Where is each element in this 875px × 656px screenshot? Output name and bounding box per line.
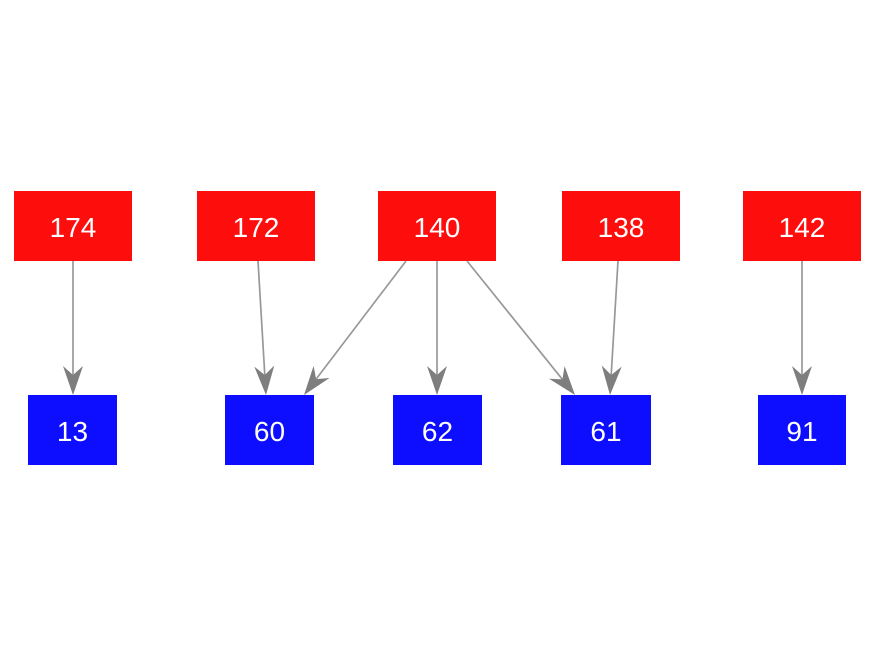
graph-node-60: 60 — [225, 395, 314, 465]
edge-172-60 — [254, 260, 275, 395]
graph-node-91: 91 — [758, 395, 846, 465]
edge-140-61 — [466, 260, 575, 395]
graph-node-140: 140 — [378, 191, 496, 261]
arrowhead-icon — [427, 366, 447, 395]
arrowhead-icon — [601, 365, 622, 395]
graph-node-62: 62 — [393, 395, 482, 465]
graph-node-138: 138 — [562, 191, 680, 261]
edge-138-61 — [601, 260, 622, 395]
arrowhead-icon — [304, 365, 330, 395]
graph-node-142: 142 — [743, 191, 861, 261]
edge-142-91 — [792, 261, 812, 395]
edge-174-13 — [63, 261, 83, 395]
graph-node-61: 61 — [561, 395, 651, 465]
edge-140-62 — [427, 261, 447, 395]
graph-node-13: 13 — [28, 395, 117, 465]
arrowhead-icon — [792, 366, 812, 395]
arrowhead-icon — [63, 366, 83, 395]
graph-node-174: 174 — [14, 191, 132, 261]
edge-140-60 — [304, 260, 407, 395]
arrowhead-icon — [254, 365, 275, 395]
graph-node-172: 172 — [197, 191, 315, 261]
arrowhead-icon — [549, 366, 575, 395]
